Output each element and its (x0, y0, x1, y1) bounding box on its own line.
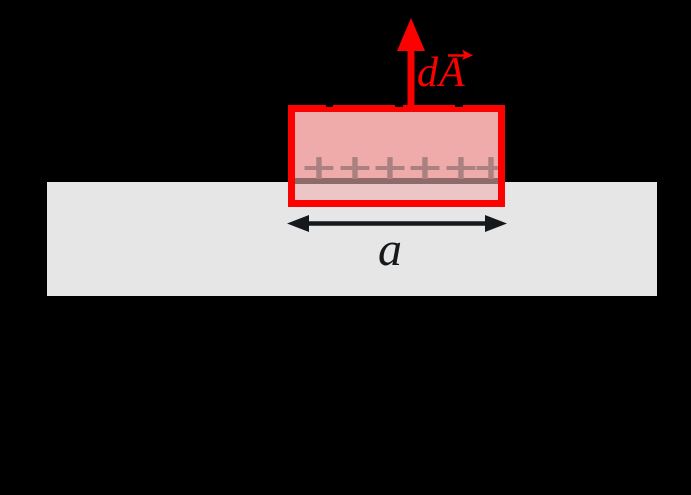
area-vector-arrow-icon (397, 18, 425, 110)
gaussian-pillbox: + + + + + + (288, 105, 505, 207)
area-vector-label: dA (417, 49, 473, 96)
pillbox-interior: + + + + + + (295, 112, 498, 200)
top-face-tick-mark (455, 101, 463, 107)
pillbox-fill-below-surface (295, 184, 498, 200)
conductor-surface-line (295, 178, 498, 184)
top-face-tick-mark (326, 101, 333, 107)
area-vector-label-text: dA (417, 50, 466, 96)
top-face-tick-mark (395, 101, 403, 107)
width-label: a (378, 223, 402, 276)
width-dimension-arrow-icon (287, 215, 507, 232)
vector-overarrow-icon (447, 49, 473, 60)
